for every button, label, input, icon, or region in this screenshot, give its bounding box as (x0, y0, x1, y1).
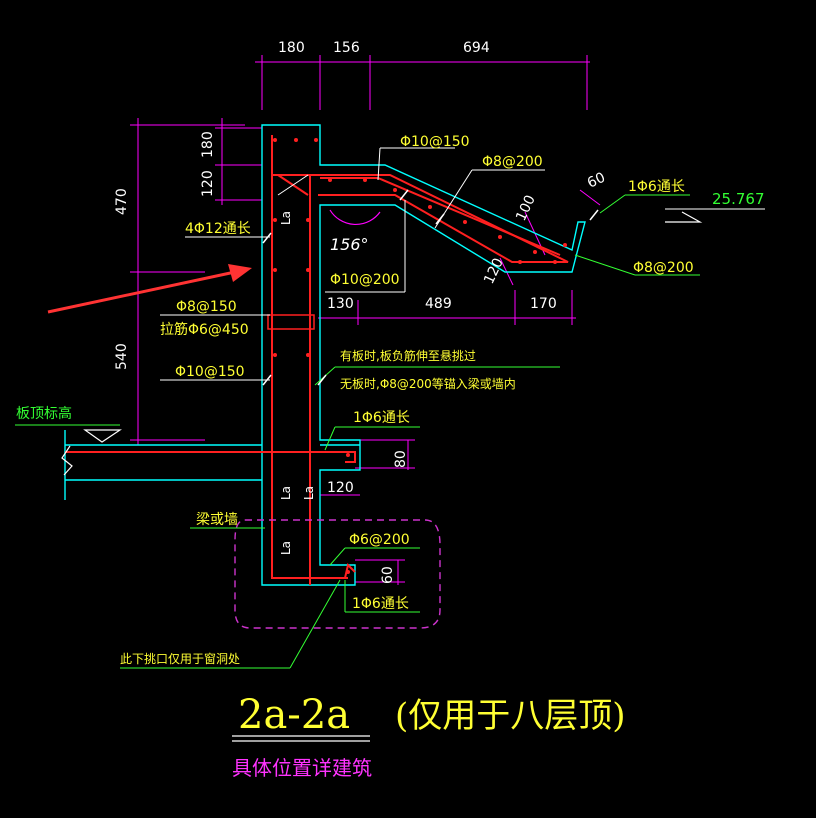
dim-beam-2: 120 (327, 480, 354, 496)
label-corner-long: 4Φ12通长 (185, 221, 251, 237)
dim-beam-1: 80 (393, 450, 409, 468)
dim-inner-2: 120 (200, 170, 216, 197)
la-mark-2: La (279, 486, 293, 500)
label-bottom-stirrup: Φ6@200 (349, 532, 410, 548)
angle-label: 156° (330, 235, 369, 254)
dim-beam-3: 60 (380, 566, 396, 584)
label-tip-stirrup: Φ8@200 (633, 260, 694, 276)
dim-lower-1: 130 (327, 296, 354, 312)
section-note: (仅用于八层顶) (395, 696, 626, 736)
dim-lower-2: 489 (425, 296, 452, 312)
label-beam-wall: 梁或墙 (196, 512, 238, 528)
label-tie: 拉筋Φ6@450 (160, 321, 249, 338)
section-title: 2a-2a (238, 692, 350, 738)
la-mark-3: La (302, 486, 316, 500)
label-bottom-long: 1Φ6通长 (352, 596, 409, 612)
dim-left-2: 540 (114, 343, 130, 370)
leader-lines (15, 147, 700, 669)
section-subtitle: 具体位置详建筑 (232, 756, 372, 780)
label-wall-vert: Φ10@150 (175, 364, 245, 380)
dim-left-1: 470 (114, 188, 130, 215)
dim-slab-1: 100 (513, 193, 539, 224)
footnote: 此下挑口仅用于窗洞处 (120, 652, 240, 666)
label-diag-top: Φ8@200 (482, 154, 543, 170)
label-slab-top: 板顶标高 (16, 405, 72, 422)
dim-lower-3: 170 (530, 296, 557, 312)
note-line-2: 无板时,Φ8@200等锚入梁或墙内 (340, 376, 516, 391)
dim-top-2: 156 (333, 40, 360, 56)
label-top-chord: Φ10@150 (400, 134, 470, 150)
la-mark-1: La (279, 211, 293, 225)
dim-top-1: 180 (278, 40, 305, 56)
label-wall-stirrup: Φ8@150 (176, 299, 237, 315)
detail-boundary (234, 519, 441, 629)
pointer-arrow (47, 264, 252, 314)
label-beam-long: 1Φ6通长 (353, 410, 410, 426)
la-mark-4: La (279, 541, 293, 555)
dim-inner-1: 180 (200, 131, 216, 158)
label-inner: Φ10@200 (330, 272, 400, 288)
dim-tip: 60 (585, 170, 608, 192)
elevation-symbols (61, 208, 765, 476)
note-line-1: 有板时,板负筋伸至悬挑过 (340, 348, 476, 363)
dimension-lines (130, 55, 601, 585)
label-tip-long: 1Φ6通长 (628, 179, 685, 195)
rebar (65, 135, 569, 585)
elevation-value: 25.767 (712, 190, 765, 208)
dim-top-3: 694 (463, 40, 490, 56)
